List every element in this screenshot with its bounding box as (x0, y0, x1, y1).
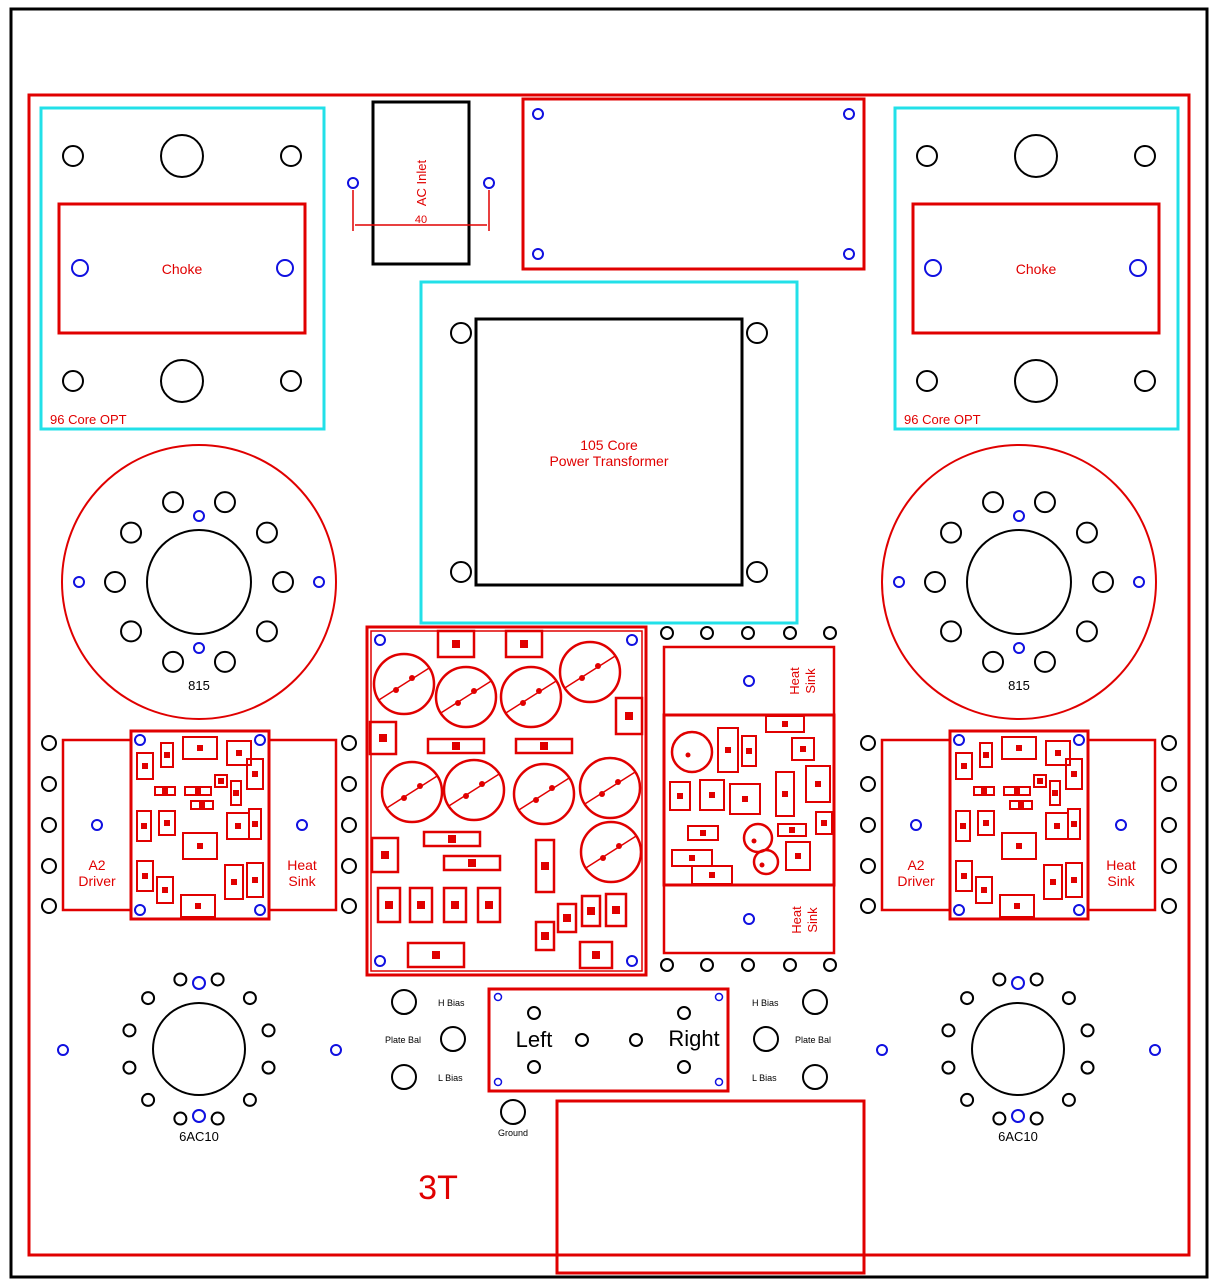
driver-right-label-1: A2 (907, 857, 924, 873)
opt-right-label: 96 Core OPT (904, 412, 981, 427)
left-channel-label: Left (516, 1027, 553, 1052)
bottom-cutout (555, 1099, 866, 1275)
plate-bal-right-pot[interactable] (753, 1026, 779, 1052)
plate-bal-left-label: Plate Bal (385, 1035, 421, 1045)
l-bias-left-label: L Bias (438, 1073, 463, 1083)
ac-inlet-dimension: 40 (415, 214, 427, 226)
meter-panel: Left Right (487, 987, 730, 1093)
outer-frame (9, 7, 1209, 1279)
heatsink-top-label-1: Heat (787, 667, 802, 695)
heatsink-left-label-1: Heat (287, 857, 317, 873)
h-bias-left-pot[interactable] (391, 989, 417, 1015)
power-transformer-label-2: Power Transformer (549, 453, 668, 469)
l-bias-right-label: L Bias (752, 1073, 777, 1083)
heatsink-right-label-2: Sink (1107, 873, 1135, 889)
driver-board-left: A2 Driver Heat Sink (61, 729, 338, 921)
model-label: 3T (418, 1169, 458, 1207)
tube-815-left-label: 815 (188, 678, 210, 693)
driver-left-label-2: Driver (78, 873, 116, 889)
heatsink-bottom-label-2: Sink (805, 907, 820, 933)
chassis-outline (27, 93, 1191, 1257)
power-supply-board (365, 625, 648, 977)
power-transformer: 105 Core Power Transformer (419, 280, 799, 625)
bias-controls-right: H Bias Plate Bal L Bias (752, 989, 831, 1090)
right-channel-label: Right (668, 1026, 719, 1051)
choke-right (911, 202, 1161, 335)
opt-left-label: 96 Core OPT (50, 412, 127, 427)
tube-socket-815-left (61, 444, 337, 720)
opt-right: Choke 96 Core OPT (893, 106, 1180, 431)
heatsink-right-label-1: Heat (1106, 857, 1136, 873)
ground-terminal[interactable] (500, 1099, 526, 1125)
heatsink-left-label-2: Sink (288, 873, 316, 889)
regulator-holes (660, 626, 837, 972)
h-bias-right-pot[interactable] (802, 989, 828, 1015)
l-bias-left-pot[interactable] (391, 1064, 417, 1090)
ground-label: Ground (498, 1128, 528, 1138)
l-bias-right-pot[interactable] (802, 1064, 828, 1090)
driver-right-label-2: Driver (897, 873, 935, 889)
ac-inlet-label: AC Inlet (414, 159, 429, 206)
tube-815-right-label: 815 (1008, 678, 1030, 693)
heatsink-top-label-2: Sink (803, 668, 818, 694)
opt-left: Choke 96 Core OPT (39, 106, 326, 431)
choke-left-label: Choke (162, 261, 203, 277)
choke-left (57, 202, 307, 335)
tube-6ac10-right-label: 6AC10 (998, 1129, 1038, 1144)
tube-socket-815-right (881, 444, 1157, 720)
h-bias-right-label: H Bias (752, 998, 779, 1008)
power-transformer-label-1: 105 Core (580, 437, 638, 453)
driver-left-label-1: A2 (88, 857, 105, 873)
tube-socket-6ac10-right (941, 972, 1095, 1126)
side-holes (41, 735, 1177, 914)
plate-bal-left-pot[interactable] (440, 1026, 466, 1052)
tube-6ac10-left-label: 6AC10 (179, 1129, 219, 1144)
bias-controls-left: H Bias Plate Bal L Bias (385, 989, 466, 1090)
driver-board-right: A2 Driver Heat Sink (880, 729, 1157, 921)
ac-inlet: 40 AC Inlet (347, 100, 495, 266)
plate-bal-right-label: Plate Bal (795, 1035, 831, 1045)
heatsink-bottom-label-1: Heat (789, 906, 804, 934)
top-component-outline (521, 97, 866, 271)
h-bias-left-label: H Bias (438, 998, 465, 1008)
tube-socket-6ac10-left (122, 972, 276, 1126)
choke-right-label: Choke (1016, 261, 1057, 277)
regulator-board: Heat Sink Heat Sink (662, 645, 836, 955)
